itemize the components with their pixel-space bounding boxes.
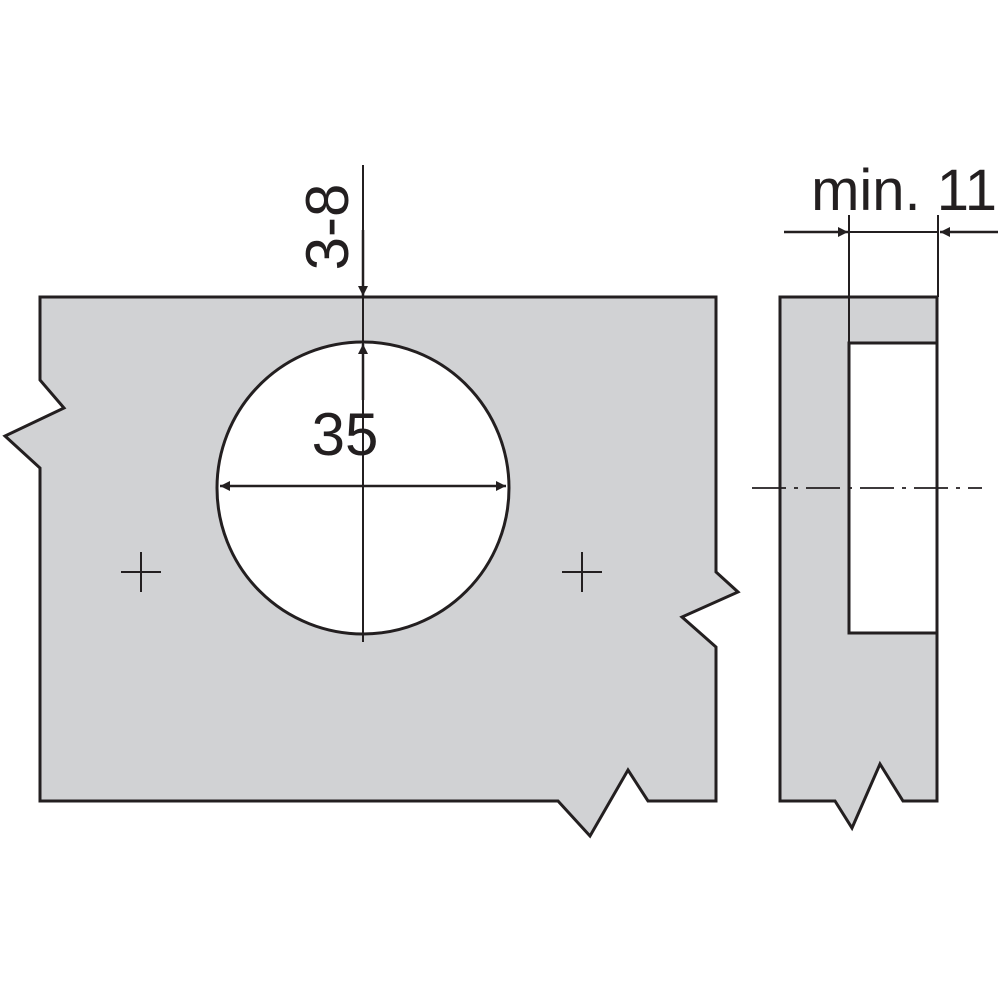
cup-diameter-label: 35 [312,401,379,468]
side-view: min. 11 [752,158,998,832]
screw-mark-left [121,552,161,592]
screw-mark-right [562,552,602,592]
front-view: 35 3-8 [2,165,741,839]
min-thickness-label: min. 11 [811,158,997,223]
edge-distance-label: 3-8 [294,184,361,271]
